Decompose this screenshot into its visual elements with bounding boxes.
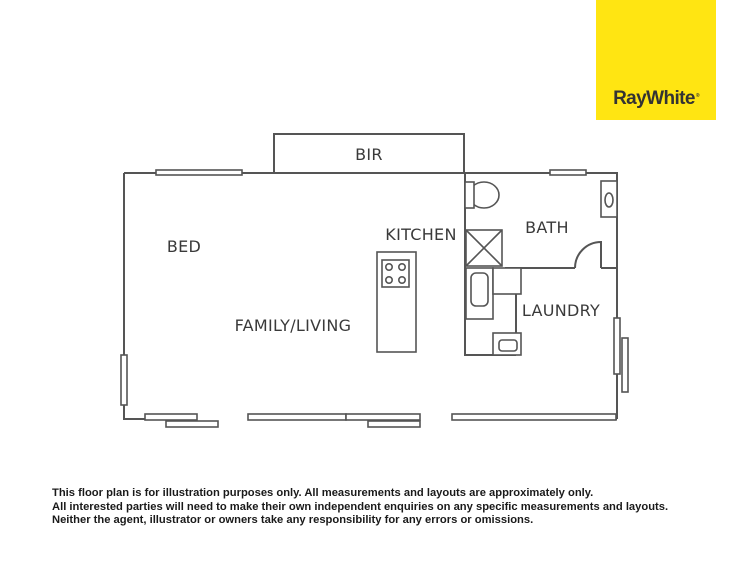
disclaimer-line-3: Neither the agent, illustrator or owners…: [52, 514, 534, 526]
disclaimer-line-2: All interested parties will need to make…: [52, 500, 669, 513]
disclaimer: This floor plan is for illustration purp…: [52, 487, 732, 528]
disclaimer-line-1: This floor plan is for illustration purp…: [52, 487, 594, 499]
bir-walls: [273, 133, 465, 173]
sliding-door-bottom-2a: [247, 413, 347, 421]
sink-icon: [465, 267, 494, 320]
cooktop-icon: [381, 259, 410, 288]
window-top-right: [549, 169, 587, 176]
sliding-door-panel: [621, 337, 629, 393]
laundry-tub: [498, 339, 518, 352]
sliding-door-bottom-1b: [165, 420, 219, 428]
window-top-left: [155, 169, 243, 176]
laundry-cabinet: [492, 267, 522, 295]
laundry-appliance-icon: [492, 267, 522, 356]
room-label-family-living: FAMILY/LIVING: [235, 316, 352, 335]
room-label-laundry: LAUNDRY: [522, 301, 600, 320]
sliding-door-bottom-2b: [345, 413, 421, 421]
burner-4: [397, 275, 406, 284]
burner-3: [384, 275, 393, 284]
room-label-bath: BATH: [525, 218, 569, 237]
room-label-bir: BIR: [355, 145, 383, 164]
fridge-cross-2: [465, 229, 503, 267]
room-label-bed: BED: [167, 237, 201, 256]
kitchen-island: [376, 251, 417, 353]
registered-mark: ®: [695, 93, 700, 99]
burner-2: [397, 262, 406, 271]
sliding-door-bottom-1a: [144, 413, 198, 421]
outer-wall: [123, 172, 618, 420]
window-right-wall: [613, 317, 621, 375]
fridge-space-icon: [465, 229, 503, 267]
room-label-kitchen: KITCHEN: [385, 225, 456, 244]
sliding-door-bottom-2c: [367, 420, 421, 428]
window-left-wall: [120, 354, 128, 406]
logo-wordmark: RayWhite®: [596, 88, 716, 110]
bath-door-swing: [574, 240, 602, 269]
toilet-icon: [464, 181, 500, 209]
basin-icon: [600, 180, 618, 218]
ray-white-logo: RayWhite®: [596, 0, 716, 120]
basin-bowl: [604, 192, 614, 208]
burner-1: [384, 262, 393, 271]
logo-text: RayWhite: [613, 88, 695, 109]
toilet-cistern: [464, 181, 475, 209]
sink-bowl: [470, 272, 489, 307]
window-bottom-right: [451, 413, 617, 421]
